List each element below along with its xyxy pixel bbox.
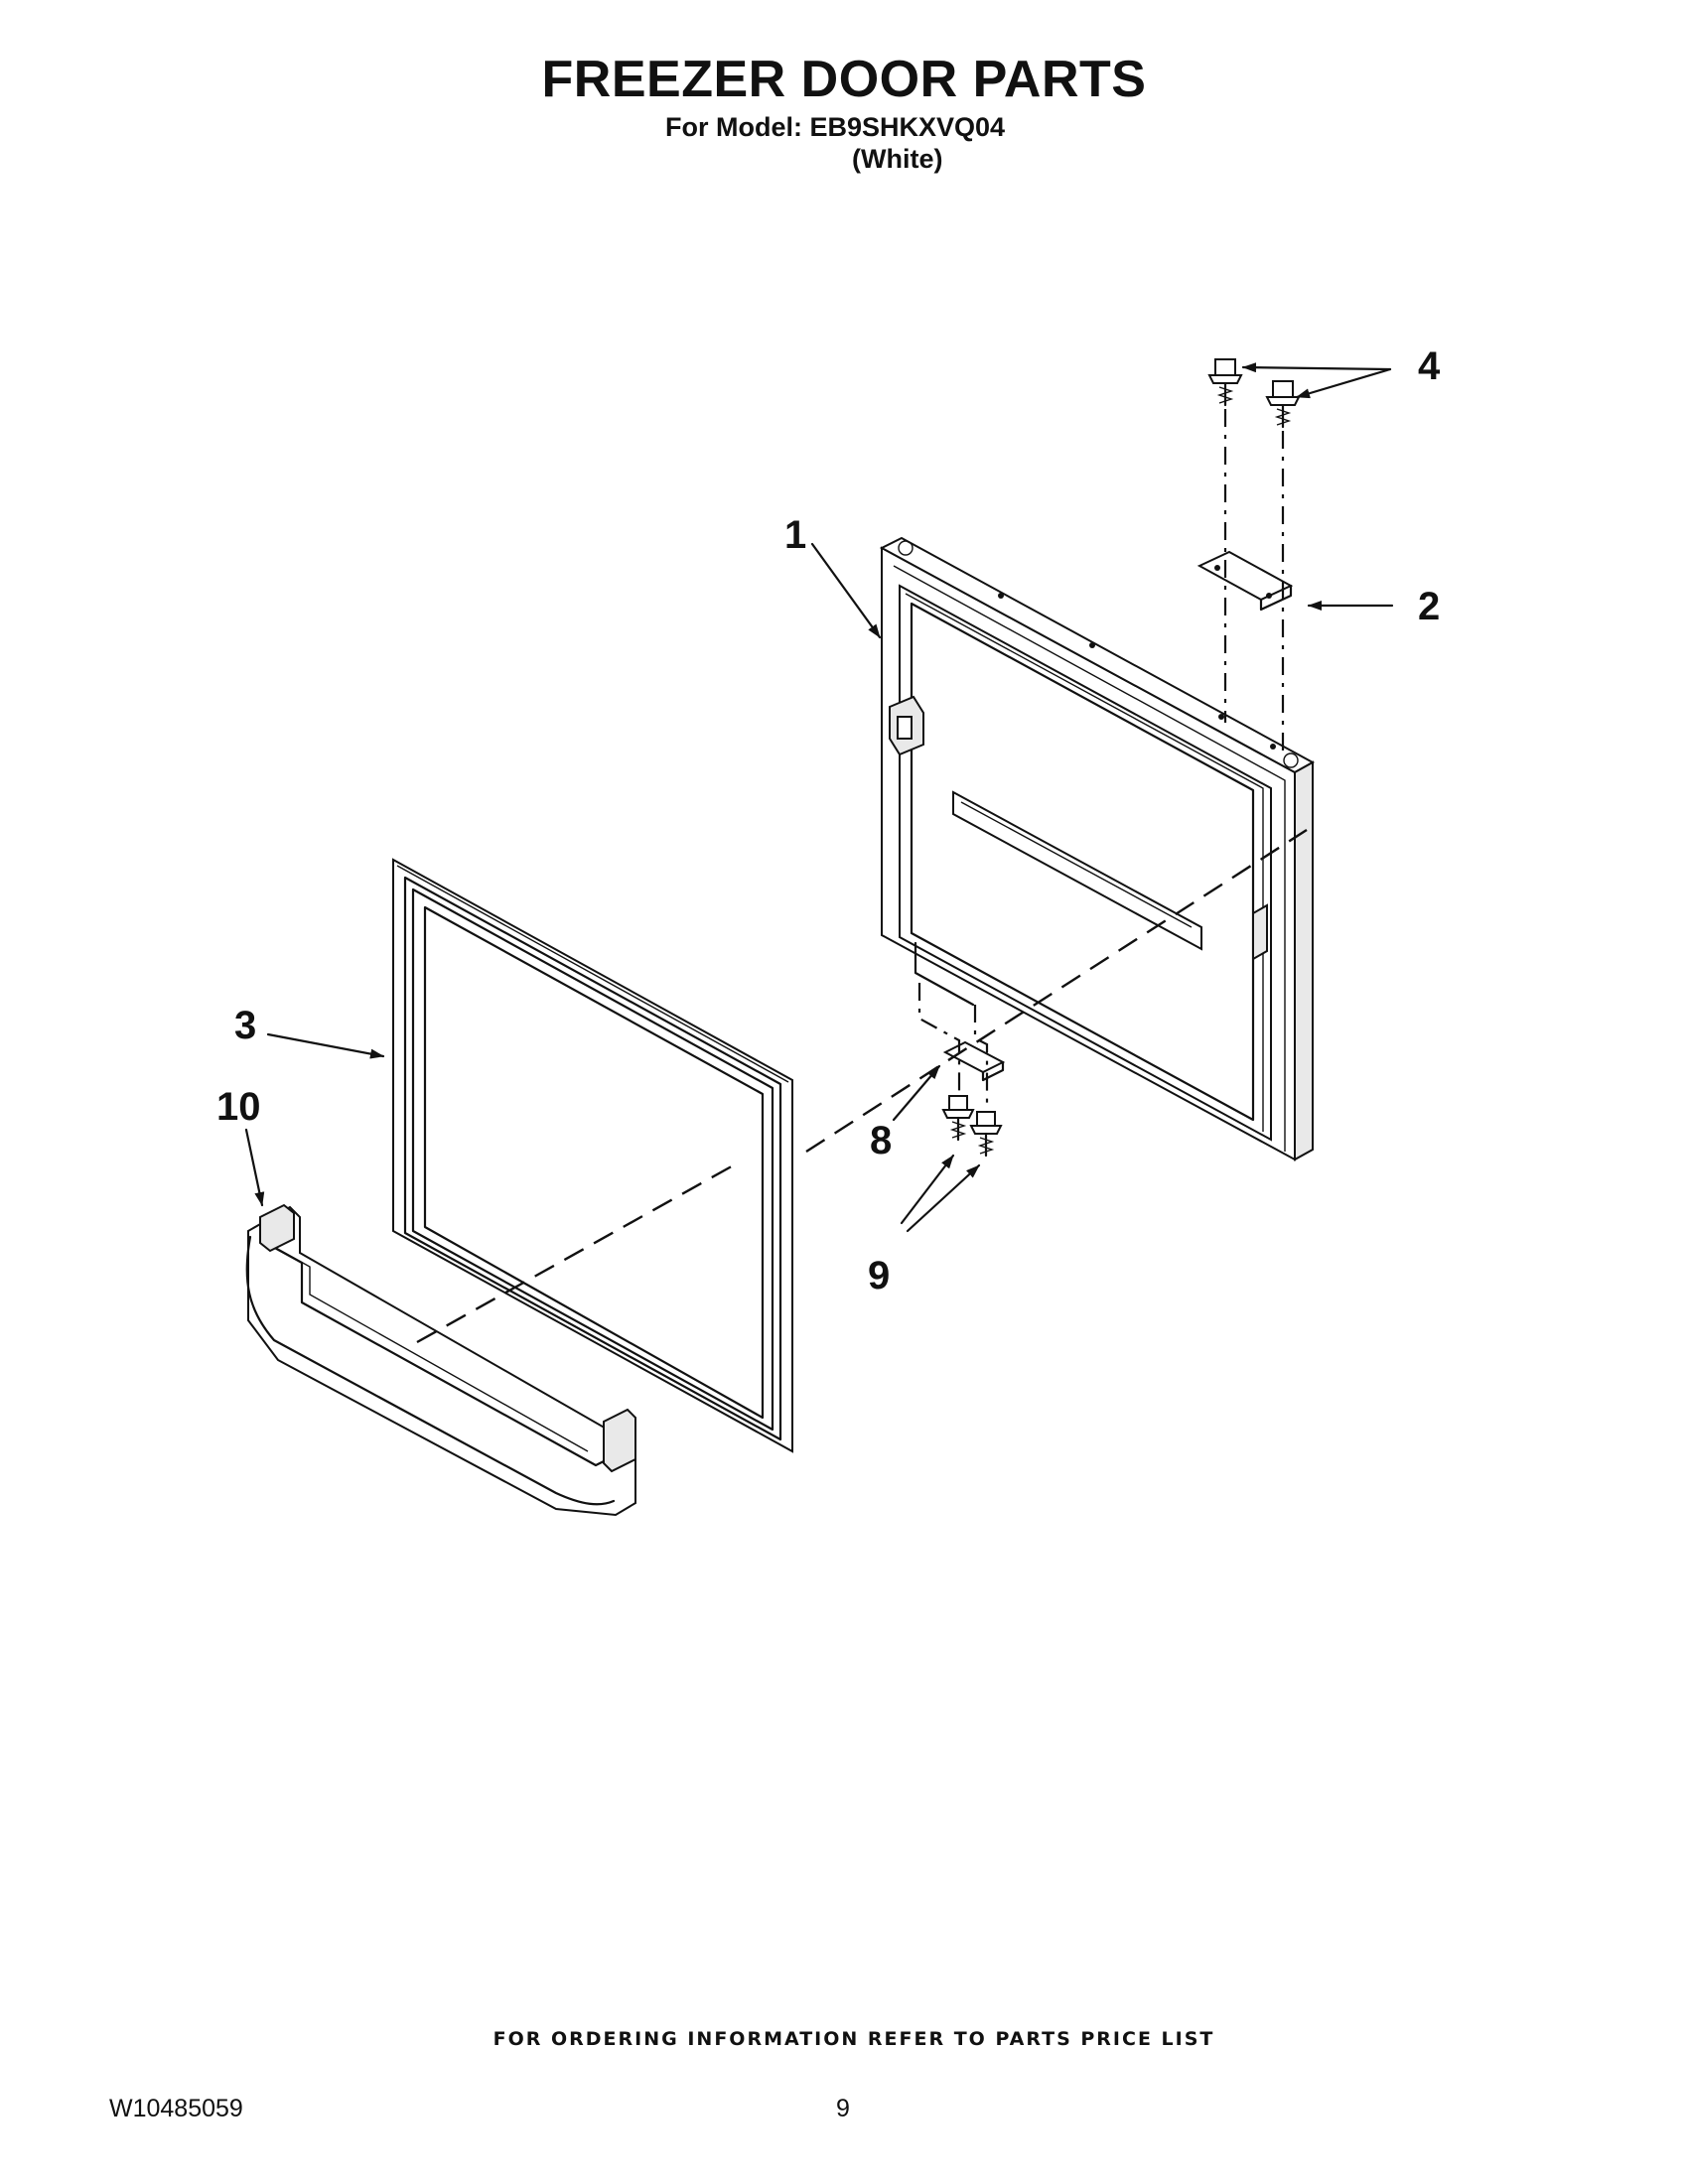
hinge-plate-part — [1196, 550, 1294, 612]
page-number: 9 — [836, 2095, 850, 2122]
hinge-screws-part — [1207, 358, 1301, 429]
model-color: (White) — [852, 144, 943, 174]
callout-10: 10 — [216, 1085, 261, 1129]
callout-2: 2 — [1418, 585, 1440, 628]
door-gasket-part — [392, 858, 793, 1453]
lower-screws-part — [941, 1095, 1003, 1158]
document-number: W10485059 — [109, 2095, 243, 2122]
callout-4: 4 — [1418, 344, 1441, 388]
leader-arrows — [244, 362, 1394, 1233]
lower-hinge-bracket-part — [942, 1040, 1006, 1082]
callout-1: 1 — [784, 513, 806, 557]
model-number: For Model: EB9SHKXVQ04 — [665, 112, 1006, 142]
freezer-door-part — [879, 536, 1316, 1161]
ordering-info: FOR ORDERING INFORMATION REFER TO PARTS … — [492, 2028, 1215, 2050]
callout-8: 8 — [870, 1119, 892, 1162]
door-bin-part — [245, 1203, 636, 1517]
callout-3: 3 — [234, 1004, 256, 1047]
page-title: FREEZER DOOR PARTS — [541, 51, 1147, 108]
callout-9: 9 — [868, 1254, 890, 1297]
